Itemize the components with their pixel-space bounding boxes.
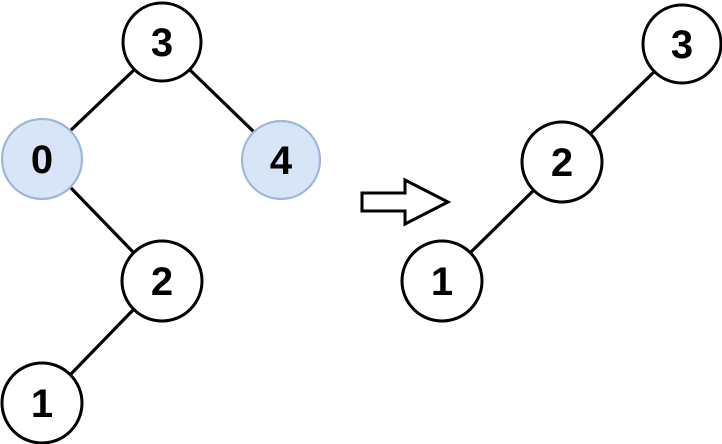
node-circle[interactable] xyxy=(641,3,722,85)
tree-node-4-before[interactable]: 4 xyxy=(240,119,322,201)
edge-3-to-0 xyxy=(68,68,136,133)
node-label: 0 xyxy=(31,138,53,182)
node-label: 1 xyxy=(431,260,453,304)
after-tree: 3 2 1 xyxy=(400,3,722,323)
node-circle[interactable] xyxy=(121,1,203,83)
after-tree-edges xyxy=(468,70,656,255)
edge-2-to-1 xyxy=(468,188,536,255)
edge-0-to-2 xyxy=(68,185,136,255)
node-circle-highlighted[interactable] xyxy=(0,117,84,201)
tree-node-1-before[interactable]: 1 xyxy=(0,361,84,444)
node-circle[interactable] xyxy=(520,120,604,204)
node-label: 4 xyxy=(270,139,293,183)
tree-node-2-before[interactable]: 2 xyxy=(120,239,204,323)
node-label: 3 xyxy=(671,23,693,67)
node-circle-highlighted[interactable] xyxy=(240,119,322,201)
node-label: 2 xyxy=(151,260,173,304)
node-circle[interactable] xyxy=(120,239,204,323)
tree-node-0-before[interactable]: 0 xyxy=(0,117,84,201)
before-tree: 3 0 4 2 1 xyxy=(0,1,322,444)
node-label: 1 xyxy=(31,382,53,426)
node-circle[interactable] xyxy=(0,361,84,444)
tree-node-3-before[interactable]: 3 xyxy=(121,1,203,83)
edge-3-to-4 xyxy=(188,68,256,134)
tree-node-3-after[interactable]: 3 xyxy=(641,3,722,85)
node-label: 2 xyxy=(551,141,573,185)
node-circle[interactable] xyxy=(400,239,484,323)
right-arrow-icon xyxy=(360,177,452,227)
edge-3-to-2 xyxy=(588,70,656,136)
edge-2-to-1 xyxy=(68,307,136,377)
tree-node-1-after[interactable]: 1 xyxy=(400,239,484,323)
tree-node-2-after[interactable]: 2 xyxy=(520,120,604,204)
node-label: 3 xyxy=(151,21,173,65)
transform-arrow xyxy=(360,177,452,227)
before-tree-edges xyxy=(68,68,256,377)
